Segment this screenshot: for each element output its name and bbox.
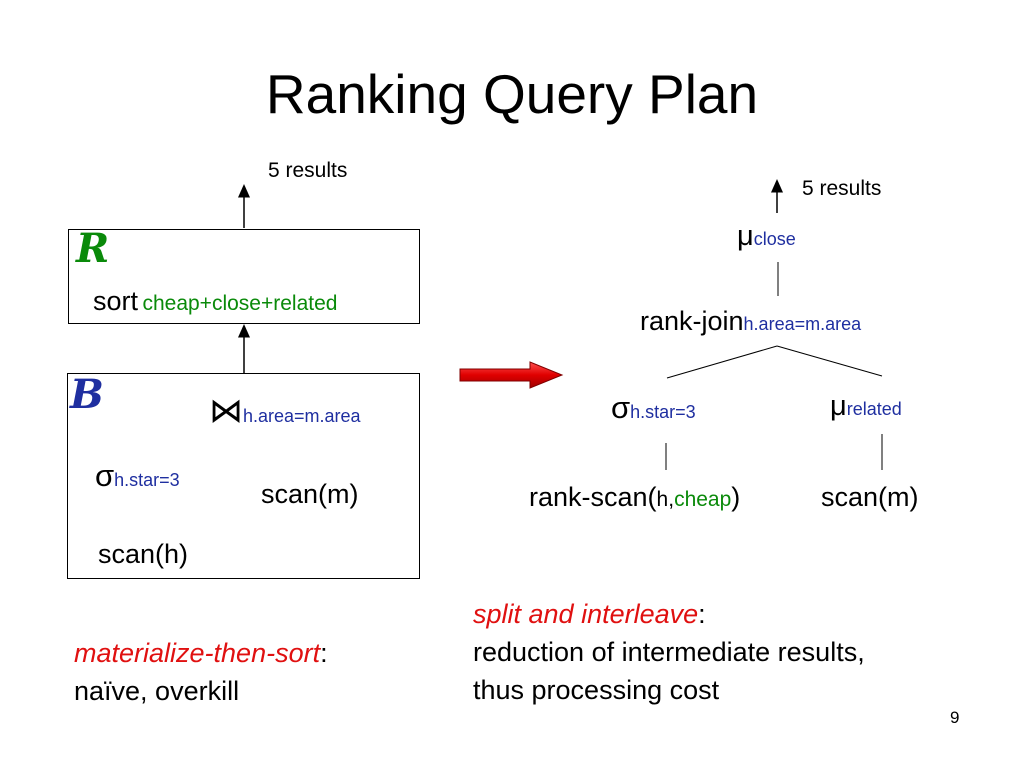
right-note-colon: : bbox=[698, 599, 706, 629]
right-note: split and interleave: reduction of inter… bbox=[473, 595, 865, 709]
mu-close-sub: close bbox=[753, 229, 796, 249]
right-sigma-node: σh.star=3 bbox=[611, 390, 696, 426]
sort-criteria: cheap+close+related bbox=[142, 292, 338, 315]
left-sigma-node: σh.star=3 bbox=[95, 458, 180, 494]
right-note-line2: thus processing cost bbox=[473, 675, 720, 705]
sort-label: sort bbox=[93, 286, 139, 316]
left-note-body: naïve, overkill bbox=[74, 676, 240, 706]
left-scan-m: scan(m) bbox=[261, 479, 359, 509]
b-symbol: B bbox=[70, 371, 104, 418]
right-sigma-condition: h.star=3 bbox=[630, 402, 696, 422]
slide-title: Ranking Query Plan bbox=[265, 63, 759, 125]
mu-related-sub: related bbox=[846, 399, 902, 419]
b-box: B ⋈h.area=m.area σh.star=3 scan(m) scan(… bbox=[67, 371, 420, 579]
rank-join-node: rank-joinh.area=m.area bbox=[640, 306, 861, 337]
rank-scan-node: rank-scan(h,cheap) bbox=[529, 482, 740, 513]
mu-close-node: μclose bbox=[737, 220, 796, 253]
left-note: materialize-then-sort: naïve, overkill bbox=[74, 634, 328, 710]
right-rankjoin-to-sigma-line bbox=[666, 345, 778, 379]
left-scan-h: scan(h) bbox=[98, 539, 189, 569]
join-symbol: ⋈ bbox=[209, 391, 243, 431]
left-note-colon: : bbox=[320, 638, 328, 668]
left-sigma-condition: h.star=3 bbox=[114, 470, 180, 490]
right-rankjoin-to-mu-line bbox=[776, 345, 883, 377]
r-symbol: R bbox=[76, 225, 110, 272]
page-number: 9 bbox=[950, 708, 960, 727]
rank-join-condition: h.area=m.area bbox=[743, 314, 862, 334]
left-sigma-symbol: σ bbox=[95, 458, 115, 493]
right-results-label: 5 results bbox=[802, 177, 882, 200]
sort-line: sort cheap+close+related bbox=[93, 286, 337, 317]
mu-related-symbol: μ bbox=[830, 390, 847, 422]
rank-join-label: rank-join bbox=[640, 306, 744, 336]
transform-arrow bbox=[459, 361, 564, 389]
rank-scan-prefix: rank-scan( bbox=[529, 482, 657, 512]
rank-scan-h: h, bbox=[656, 488, 675, 511]
mu-close-symbol: μ bbox=[737, 220, 754, 252]
mu-related-node: μrelated bbox=[830, 390, 902, 423]
rank-scan-close: ) bbox=[731, 482, 741, 512]
join-condition: h.area=m.area bbox=[243, 406, 361, 426]
join-node: ⋈h.area=m.area bbox=[209, 391, 361, 431]
right-note-line1: reduction of intermediate results, bbox=[473, 637, 865, 667]
right-sigma-symbol: σ bbox=[611, 390, 631, 425]
right-scan-m: scan(m) bbox=[821, 482, 919, 512]
right-note-title: split and interleave bbox=[473, 599, 699, 629]
rank-scan-cheap: cheap bbox=[674, 488, 732, 511]
left-results-label: 5 results bbox=[268, 159, 348, 182]
r-box: R sort cheap+close+related bbox=[68, 225, 420, 324]
left-note-title: materialize-then-sort bbox=[74, 638, 321, 668]
